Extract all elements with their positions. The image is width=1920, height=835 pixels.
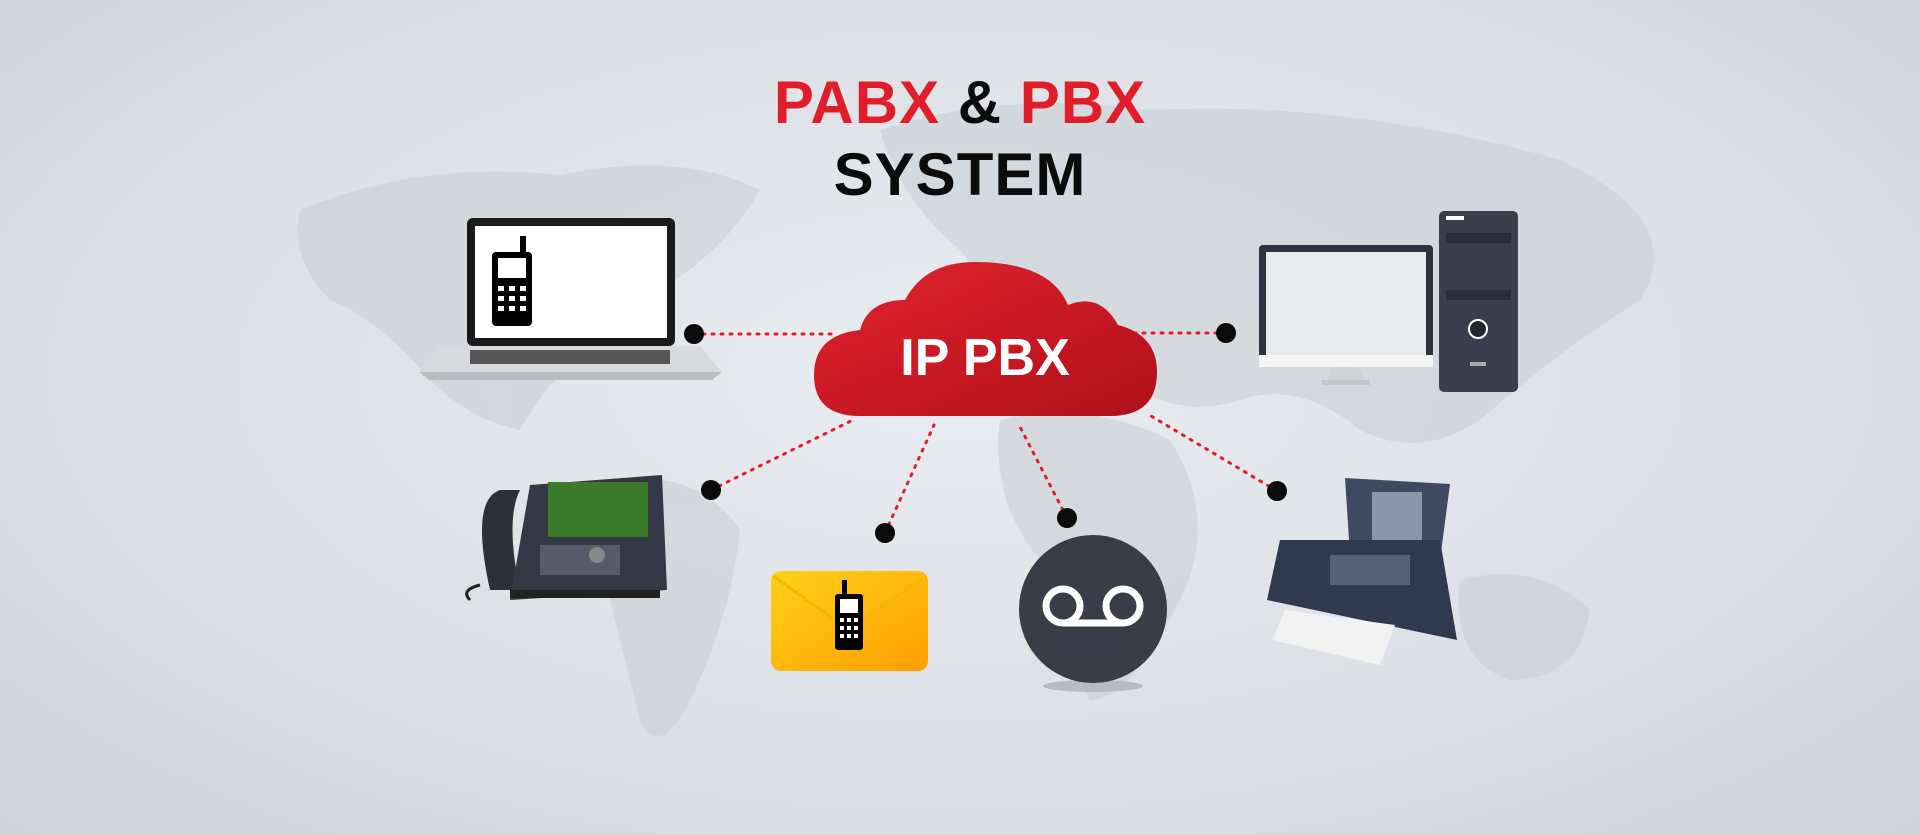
dot-laptop xyxy=(684,324,704,344)
dot-fax xyxy=(1267,481,1287,501)
line-fax xyxy=(1149,414,1279,493)
title-ampersand: & xyxy=(957,69,1003,136)
diagram-title-line2: SYSTEM xyxy=(833,141,1087,208)
sms-envelope-icon xyxy=(771,571,928,671)
connection-dots xyxy=(684,323,1287,543)
mobile-phone-icon xyxy=(492,236,532,326)
hub-label: IP PBX xyxy=(900,329,1070,387)
dot-voicemail xyxy=(1057,508,1077,528)
desktop-monitor-icon xyxy=(1259,245,1433,385)
dot-deskphone xyxy=(701,480,721,500)
dot-sms xyxy=(875,523,895,543)
line-deskphone xyxy=(709,418,855,492)
fax-machine-icon xyxy=(1267,478,1457,665)
voicemail-icon xyxy=(1019,535,1167,692)
title-pbx: PBX xyxy=(1019,69,1147,136)
title-pabx: PABX xyxy=(773,69,941,136)
computer-tower-icon xyxy=(1439,211,1518,392)
line-voicemail xyxy=(1017,423,1069,520)
diagram-title-line1: PABX & PBX xyxy=(0,68,1920,137)
ip-desk-phone-icon xyxy=(465,475,667,602)
line-sms xyxy=(883,423,936,535)
laptop-icon xyxy=(419,218,722,380)
dot-desktop xyxy=(1216,323,1236,343)
cloud-icon xyxy=(814,262,1157,416)
